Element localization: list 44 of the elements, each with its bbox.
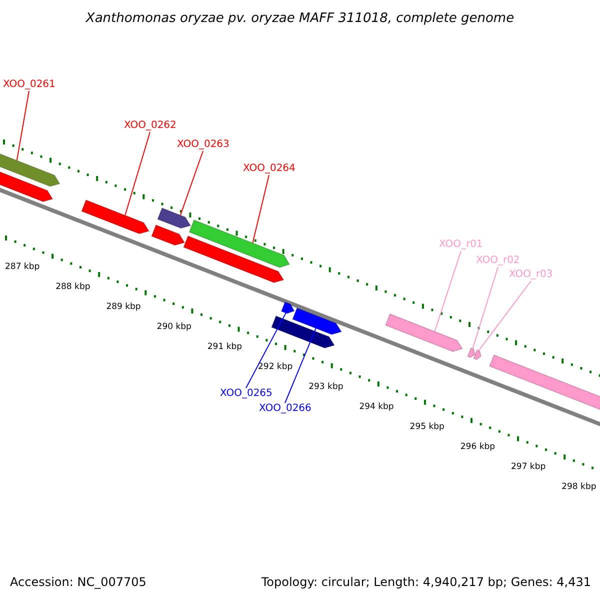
scale-label: 298 kbp xyxy=(562,483,596,492)
gene-feature xyxy=(188,220,290,268)
gene-feature xyxy=(489,354,600,412)
gene-feature xyxy=(157,208,192,229)
leader-line xyxy=(16,90,30,161)
leader-line xyxy=(124,132,150,216)
gene-feature xyxy=(151,224,186,246)
gene-label: XOO_0261 xyxy=(3,80,56,90)
gene-label: XOO_0264 xyxy=(243,164,296,174)
gene-feature xyxy=(81,200,150,234)
leader-line xyxy=(246,312,286,388)
scale-label: 293 kbp xyxy=(308,383,344,392)
scale-label: 287 kbp xyxy=(5,263,40,272)
gene-label: XOO_0266 xyxy=(259,404,312,414)
leader-line xyxy=(180,150,204,216)
diagram-title: Xanthomonas oryzae pv. oryzae MAFF 311018, complete genome xyxy=(84,12,516,25)
scale-label: 296 kbp xyxy=(460,443,496,452)
scale-label: 297 kbp xyxy=(511,463,546,472)
gene-label: XOO_0262 xyxy=(124,121,176,131)
scale-label: 295 kbp xyxy=(410,423,444,432)
gene-label: XOO_r02 xyxy=(476,256,520,266)
scale-label: 288 kbp xyxy=(56,283,90,292)
gene-feature xyxy=(385,314,463,352)
scale-label: 291 kbp xyxy=(207,343,242,352)
gene-label: XOO_0265 xyxy=(220,389,272,399)
gene-feature xyxy=(292,308,342,335)
gene-label: XOO_r01 xyxy=(439,240,483,250)
leader-line xyxy=(472,266,498,350)
gene-feature xyxy=(467,348,476,358)
gene-feature xyxy=(473,350,482,360)
accession-text: Accession: NC_007705 xyxy=(10,576,146,588)
leader-line xyxy=(284,328,316,404)
scale-label: 292 kbp xyxy=(258,363,293,372)
scale-label: 294 kbp xyxy=(359,403,394,412)
gene-label: XOO_0263 xyxy=(177,140,230,150)
gene-feature xyxy=(183,236,284,283)
scale-label: 290 kbp xyxy=(156,323,192,332)
leader-line xyxy=(252,174,270,244)
leader-line xyxy=(478,280,532,352)
leader-line xyxy=(434,250,462,332)
gene-label: XOO_r03 xyxy=(509,270,553,280)
genome-info-text: Topology: circular; Length: 4,940,217 bp; Genes: 4,431 xyxy=(261,576,591,588)
gene-feature xyxy=(271,316,335,348)
scale-label: 289 kbp xyxy=(106,303,141,312)
